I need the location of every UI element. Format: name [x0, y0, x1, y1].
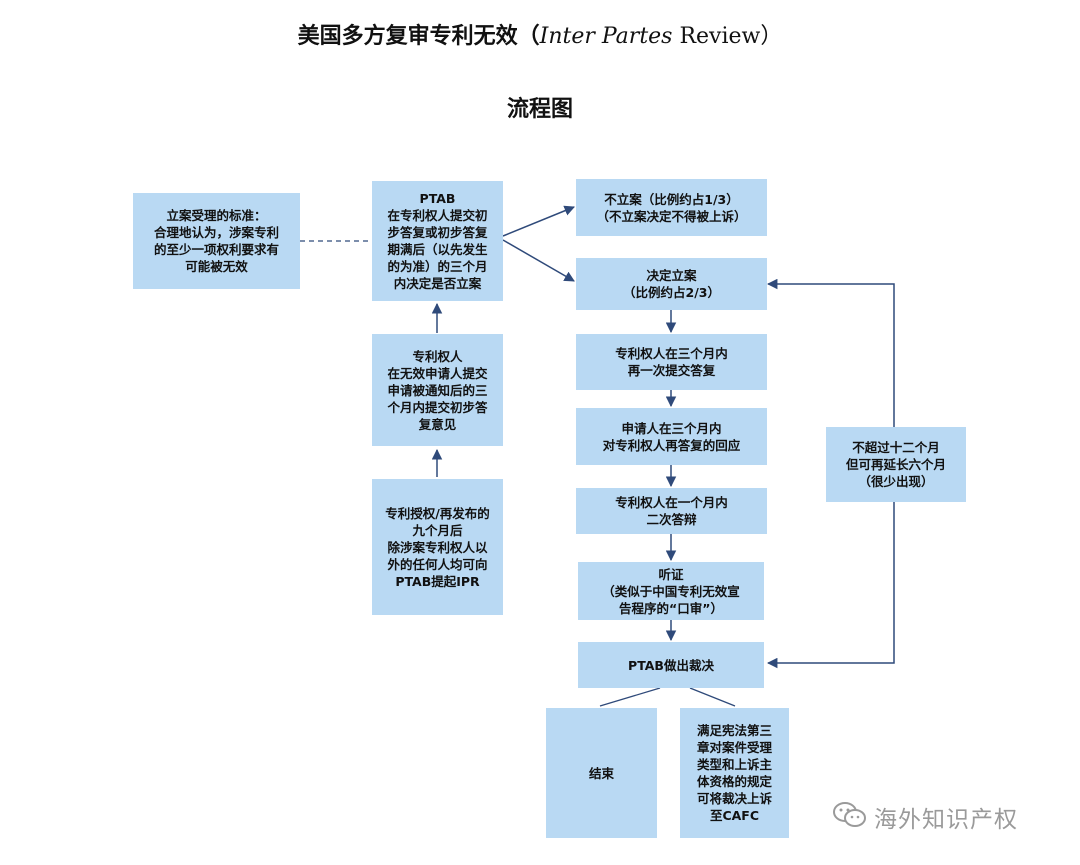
end-box: 结束: [546, 708, 657, 838]
wechat-icon: [832, 800, 868, 834]
owner-preliminary-text: 专利权人 在无效申请人提交 申请被通知后的三 个月内提交初步答 复意见: [387, 348, 488, 432]
institution-standard-text: 立案受理的标准： 合理地认为，涉案专利 的至少一项权利要求有 可能被无效: [153, 208, 279, 274]
watermark-text: 海外知识产权: [874, 807, 1018, 833]
appeal-box: 满足宪法第三 章对案件受理 类型和上诉主 体资格的规定 可将裁决上诉 至CAFC: [680, 708, 789, 838]
timeline-box: 不超过十二个月 但可再延长六个月 （很少出现）: [826, 427, 966, 502]
final-decision-text: PTAB做出裁决: [628, 657, 714, 673]
petitioner-reply-box: 申请人在三个月内 对专利权人再答复的回应: [576, 408, 767, 465]
line-decision-to-end: [599, 687, 661, 707]
hearing-box: 听证 （类似于中国专利无效宣 告程序的“口审”）: [578, 562, 764, 620]
page-title: 美国多方复审专利无效（Inter Partes Review）: [0, 22, 1080, 51]
not-instituted-text: 不立案（比例约占1/3） （不立案决定不得被上诉）: [596, 191, 747, 224]
appeal-text: 满足宪法第三 章对案件受理 类型和上诉主 体资格的规定 可将裁决上诉 至CAFC: [696, 723, 772, 823]
line-decision-to-appeal: [689, 687, 736, 707]
arrow-ptab-to-not-instituted: [502, 205, 575, 237]
watermark: 海外知识产权: [832, 797, 1062, 837]
institution-standard-box: 立案受理的标准： 合理地认为，涉案专利 的至少一项权利要求有 可能被无效: [133, 193, 300, 289]
ptab-decision-text: PTAB 在专利权人提交初 步答复或初步答复 期满后（以先发生 的为准）的三个月…: [387, 191, 488, 291]
owner-response-text: 专利权人在三个月内 再一次提交答复: [615, 346, 728, 378]
timeline-text: 不超过十二个月 但可再延长六个月 （很少出现）: [845, 440, 946, 489]
timeline-bracket-top: [766, 278, 895, 427]
petition-box: 专利授权/再发布的 九个月后 除涉案专利权人以 外的任何人均可向 PTAB提起I…: [372, 479, 503, 615]
petitioner-reply-text: 申请人在三个月内 对专利权人再答复的回应: [602, 420, 741, 453]
petition-text: 专利授权/再发布的 九个月后 除涉案专利权人以 外的任何人均可向 PTAB提起I…: [385, 505, 490, 589]
timeline-bracket-bottom: [766, 502, 895, 669]
end-text: 结束: [588, 765, 614, 781]
title-italic: Inter Partes: [539, 24, 673, 49]
owner-surreply-text: 专利权人在一个月内 二次答辩: [615, 495, 728, 527]
hearing-text: 听证 （类似于中国专利无效宣 告程序的“口审”）: [602, 566, 740, 616]
instituted-box: 决定立案 （比例约占2/3）: [576, 258, 767, 310]
ptab-decision-box: PTAB 在专利权人提交初 步答复或初步答复 期满后（以先发生 的为准）的三个月…: [372, 181, 503, 301]
page-subtitle: 流程图: [506, 96, 573, 122]
owner-surreply-box: 专利权人在一个月内 二次答辩: [576, 488, 767, 534]
title-prefix: 美国多方复审专利无效（: [297, 23, 540, 49]
owner-preliminary-box: 专利权人 在无效申请人提交 申请被通知后的三 个月内提交初步答 复意见: [372, 334, 503, 446]
instituted-text: 决定立案 （比例约占2/3）: [623, 268, 720, 300]
final-decision-box: PTAB做出裁决: [578, 642, 764, 688]
owner-response-box: 专利权人在三个月内 再一次提交答复: [576, 334, 767, 390]
not-instituted-box: 不立案（比例约占1/3） （不立案决定不得被上诉）: [576, 179, 767, 236]
title-suffix: Review）: [672, 24, 783, 49]
arrow-ptab-to-instituted: [502, 239, 575, 282]
